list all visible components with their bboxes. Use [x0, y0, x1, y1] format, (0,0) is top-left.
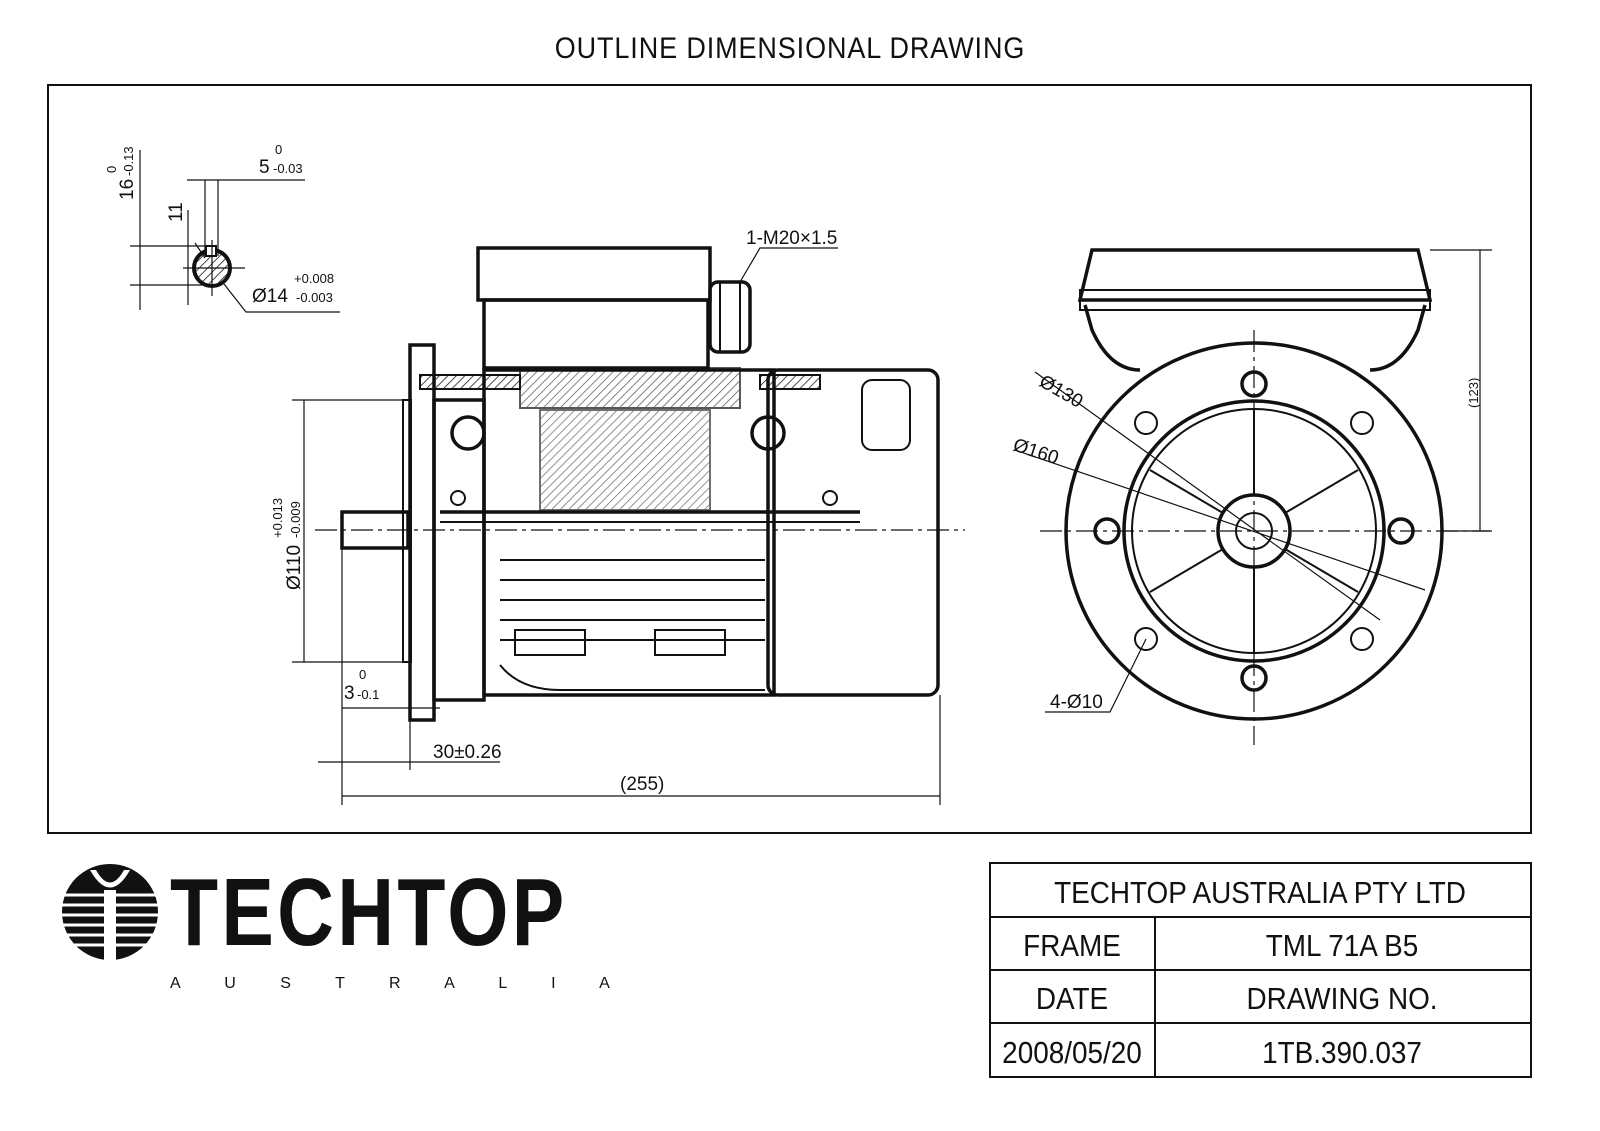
overall-length-dim: (255) — [620, 774, 664, 795]
pcd-outer-dim: Ø160 — [1010, 435, 1061, 469]
spigot-diameter-lower-tol: -0.009 — [288, 501, 303, 538]
drawing-frame — [47, 84, 1532, 834]
spigot-depth-dim: 3 — [344, 683, 355, 704]
spigot-depth-upper-tol: 0 — [359, 667, 366, 682]
keyway-depth-dim: 11 — [166, 202, 187, 222]
logo-wordmark: TECHTOP — [170, 859, 568, 966]
spigot-depth-lower-tol: -0.1 — [357, 687, 379, 702]
cable-gland-label: 1-M20×1.5 — [746, 228, 837, 249]
shaft-diameter-lower-tol: -0.003 — [296, 290, 333, 305]
mounting-holes-dim: 4-Ø10 — [1050, 692, 1103, 713]
frame-value: TML 71A B5 — [1266, 929, 1418, 964]
key-height-upper-tol: 0 — [104, 166, 119, 173]
height-dim: (123) — [1466, 378, 1481, 408]
logo-subtitle: A U S T R A L I A — [170, 975, 630, 992]
drawing-title: OUTLINE DIMENSIONAL DRAWING — [555, 32, 1025, 66]
spigot-diameter-upper-tol: +0.013 — [270, 498, 285, 538]
motor-end-view: Ø130 Ø160 4-Ø10 (123) — [1010, 248, 1492, 745]
key-width-dim: 5 — [259, 157, 270, 178]
motor-side-view: 1-M20×1.5 Ø110 +0.013 -0.009 3 0 -0.1 30… — [270, 228, 965, 805]
key-height-dim: 16 — [117, 179, 138, 200]
shaft-diameter-dim: Ø14 — [252, 286, 288, 307]
date-label: DATE — [1036, 982, 1108, 1017]
shaft-length-dim: 30±0.26 — [433, 742, 502, 763]
drawing-no-value: 1TB.390.037 — [1262, 1036, 1422, 1071]
company-name: TECHTOP AUSTRALIA PTY LTD — [1054, 876, 1466, 911]
drawing-no-label: DRAWING NO. — [1246, 982, 1437, 1017]
frame-label: FRAME — [1023, 929, 1121, 964]
shaft-diameter-upper-tol: +0.008 — [294, 271, 334, 286]
spigot-diameter-dim: Ø110 — [284, 545, 305, 590]
key-section-detail: 5 0 -0.03 16 0 -0.13 11 Ø14 +0.008 -0.00… — [104, 142, 340, 313]
pcd-inner-dim: Ø130 — [1036, 371, 1087, 412]
date-value: 2008/05/20 — [1002, 1036, 1142, 1071]
title-block: TECHTOP AUSTRALIA PTY LTD FRAME DATE 200… — [989, 862, 1532, 1078]
key-width-lower-tol: -0.03 — [273, 161, 303, 176]
key-height-lower-tol: -0.13 — [121, 146, 136, 176]
techtop-logo: TECHTOP A U S T R A L I A — [62, 859, 630, 992]
key-width-upper-tol: 0 — [275, 142, 282, 157]
